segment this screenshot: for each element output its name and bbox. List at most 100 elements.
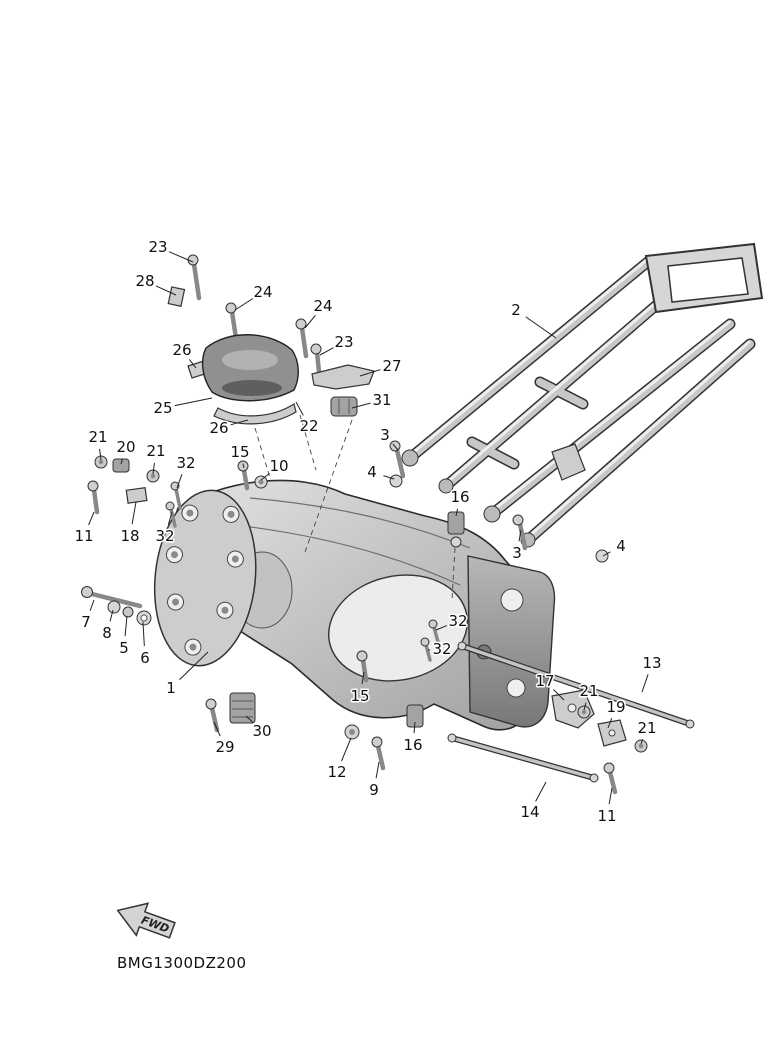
callout-11-label: 11 [74, 527, 93, 545]
callout-19-label: 19 [606, 698, 625, 716]
part-21-nut-c [577, 705, 591, 719]
part-6-collar [136, 610, 152, 626]
callout-20-label: 20 [116, 438, 135, 456]
part-8-washer [107, 600, 121, 614]
leader-line-22 [295, 401, 304, 416]
leader-line-21 [99, 448, 102, 461]
part-21-nut-d [634, 739, 648, 753]
leader-line-18 [131, 501, 137, 525]
leader-line-19 [607, 718, 613, 729]
leader-line-26 [230, 419, 249, 426]
leader-line-3 [392, 443, 399, 451]
leader-line-14 [535, 781, 547, 802]
part-21-nut-a [94, 455, 108, 469]
fwd-arrow: FWD [116, 902, 176, 939]
leader-line-32 [167, 511, 173, 525]
callout-25-label: 25 [153, 399, 172, 417]
callout-31-label: 31 [372, 391, 391, 409]
callout-2-label: 2 [511, 301, 521, 319]
callout-30-label: 30 [252, 722, 271, 740]
callout-32-label: 32 [432, 640, 451, 658]
leader-line-4 [383, 475, 395, 480]
part-17-bracket [551, 689, 595, 729]
part-4-washer-b [595, 549, 609, 563]
callout-10-label: 10 [269, 457, 288, 475]
part-12-washer [344, 724, 360, 740]
part-13-rod [457, 641, 695, 729]
leader-line-30 [245, 715, 254, 724]
callout-22-label: 22 [299, 417, 318, 435]
callout-32-label: 32 [448, 612, 467, 630]
callout-3-label: 3 [512, 544, 522, 562]
part-4-washer-a [389, 474, 403, 488]
part-30-damper [229, 692, 256, 724]
callout-8-label: 8 [102, 624, 112, 642]
callout-7-label: 7 [81, 613, 91, 631]
part-19-bracket [597, 719, 627, 747]
part-28-bracket [167, 286, 186, 307]
leader-line-21 [152, 462, 155, 475]
part-24-bolt-a [225, 302, 239, 341]
callout-9-label: 9 [369, 781, 379, 799]
callout-29-label: 29 [215, 738, 234, 756]
callout-15-label: 15 [230, 443, 249, 461]
callout-4-label: 4 [367, 463, 377, 481]
leader-line-10 [260, 472, 270, 481]
leader-line-13 [641, 674, 649, 693]
callout-24-label: 24 [253, 283, 272, 301]
part-5-nut [122, 606, 134, 618]
callout-21-label: 21 [88, 428, 107, 446]
leader-line-16 [455, 508, 459, 517]
leader-line-3 [518, 529, 522, 542]
part-15-bolt-b [356, 650, 369, 683]
part-23-bolt-b [310, 343, 322, 375]
callout-18-label: 18 [120, 527, 139, 545]
leader-line-32 [176, 474, 183, 489]
part-21-nut-b [146, 469, 160, 483]
leader-line-16 [413, 721, 416, 734]
part-9-bolt [371, 736, 386, 771]
callout-15-label: 15 [350, 687, 369, 705]
part-23-bolt-top [187, 254, 202, 301]
leader-line-6 [142, 621, 145, 647]
callout-13-label: 13 [642, 654, 661, 672]
callout-26-label: 26 [172, 341, 191, 359]
callout-23-label: 23 [148, 238, 167, 256]
callout-11-label: 11 [597, 807, 616, 825]
callout-21-label: 21 [579, 682, 598, 700]
leader-lines-layer [88, 251, 649, 805]
part-25-cover [201, 334, 299, 402]
callout-32-label: 32 [155, 527, 174, 545]
callout-6-label: 6 [140, 649, 150, 667]
leader-line-27 [359, 369, 381, 377]
leader-line-12 [341, 737, 352, 762]
callout-32-label: 32 [176, 454, 195, 472]
leader-line-8 [109, 609, 114, 622]
leader-line-1 [179, 651, 209, 680]
part-11-bolt-a [87, 480, 100, 515]
callout-12-label: 12 [327, 763, 346, 781]
leader-line-26 [188, 359, 197, 369]
leader-line-7 [89, 599, 95, 611]
callout-16-label: 16 [450, 488, 469, 506]
callout-1-label: 1 [166, 679, 176, 697]
callout-3-label: 3 [380, 426, 390, 444]
assembly-hint-lines [254, 414, 456, 601]
part-24-bolt-b [295, 318, 309, 359]
part-31-damper [330, 396, 358, 417]
part-32-bolt-d [420, 637, 432, 662]
part-26-gasket [213, 403, 297, 425]
part-3-bolt-a [389, 440, 406, 479]
callout-5-label: 5 [119, 639, 129, 657]
leader-line-23 [319, 347, 334, 356]
leader-line-29 [213, 721, 221, 737]
leader-line-25 [174, 397, 213, 407]
leader-line-24 [234, 298, 254, 311]
leader-line-4 [602, 551, 611, 557]
part-code: BMG1300DZ200 [117, 954, 247, 972]
callout-26-label: 26 [209, 419, 228, 437]
part-14-rod [447, 733, 599, 783]
